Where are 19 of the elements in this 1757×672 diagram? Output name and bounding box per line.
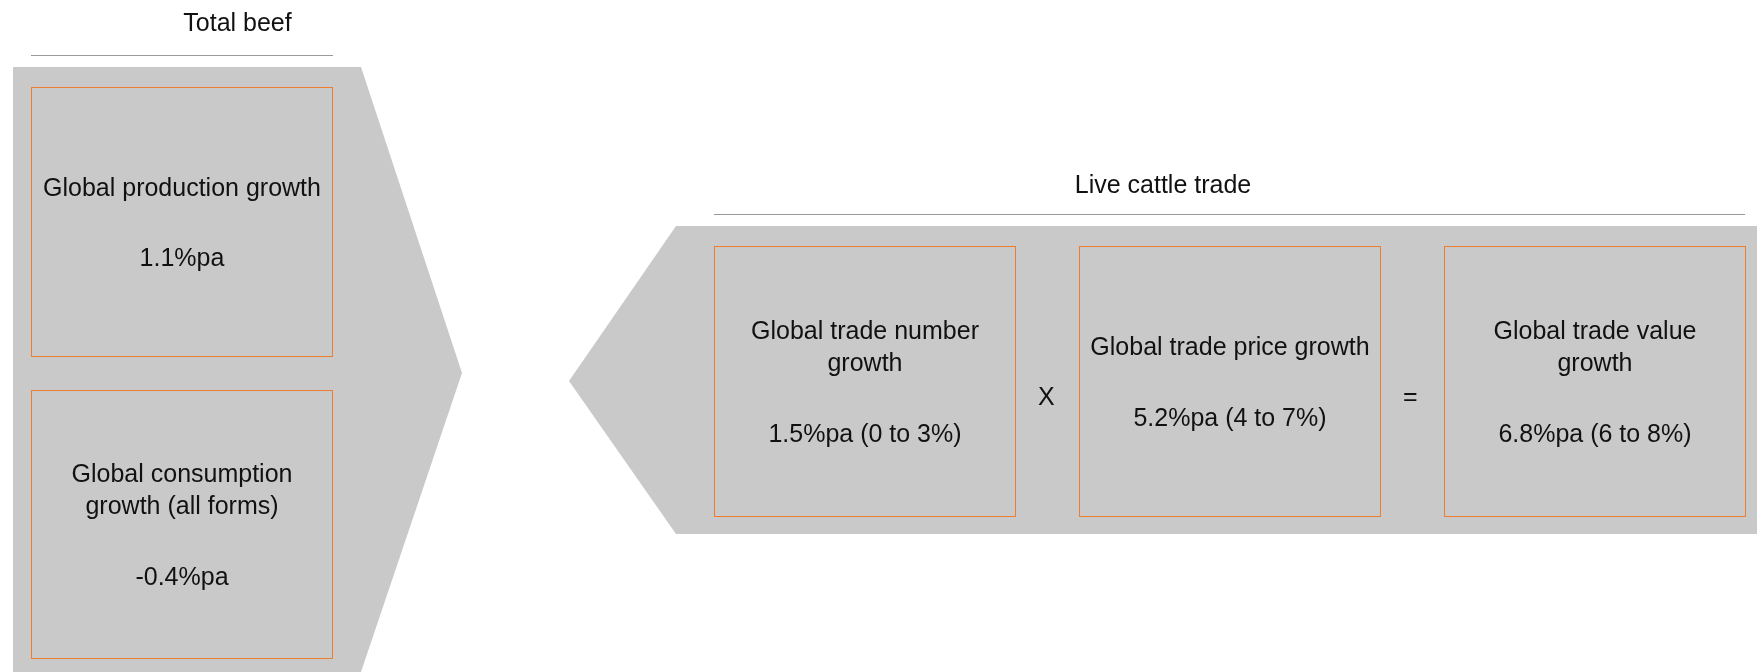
metric-box (31, 390, 333, 659)
metric-box (31, 87, 333, 357)
metric-box (1444, 246, 1746, 517)
metric-value: 1.5%pa (0 to 3%) (768, 417, 962, 449)
metric-title: Global trade number growth (750, 314, 980, 379)
metric-title: Global trade price growth (1090, 331, 1370, 362)
operator-sign: X (1038, 382, 1055, 411)
section-heading: Total beef (182, 8, 293, 37)
metric-value: -0.4%pa (135, 560, 229, 592)
metric-title: Global trade value growth (1492, 314, 1698, 379)
metric-value: 6.8%pa (6 to 8%) (1498, 417, 1692, 449)
metric-box (1079, 246, 1381, 517)
metric-box (714, 246, 1016, 517)
metric-title: Global consumption growth (all forms) (70, 457, 294, 522)
section-heading: Live cattle trade (1073, 170, 1253, 199)
metric-title: Global production growth (43, 171, 321, 203)
operator-sign: = (1403, 382, 1418, 411)
metric-value: 5.2%pa (4 to 7%) (1133, 401, 1327, 433)
metric-value: 1.1%pa (139, 242, 225, 273)
